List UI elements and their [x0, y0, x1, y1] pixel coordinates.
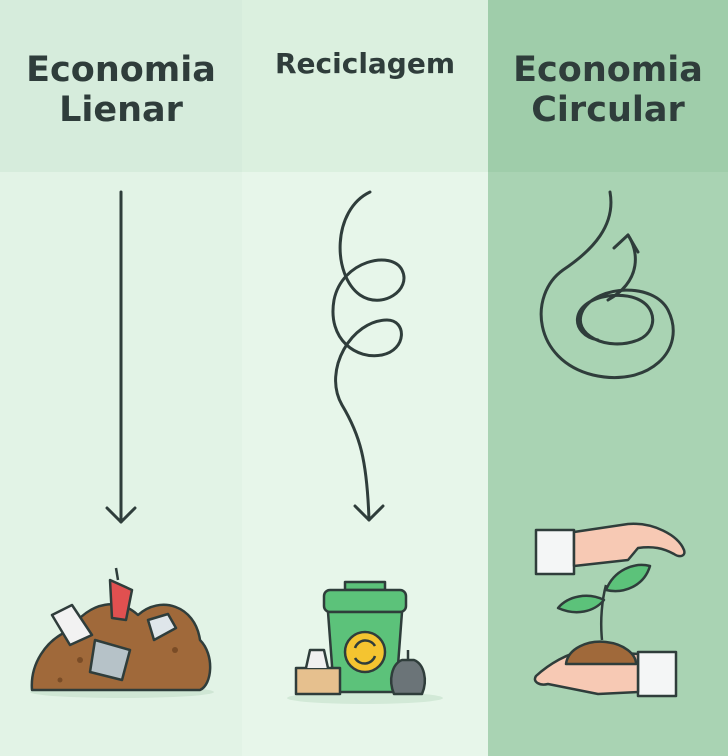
wavy-loop-arrow-icon [331, 190, 406, 522]
column-header: Economia Circular [488, 0, 728, 172]
circular-loop-arrow-icon [539, 190, 675, 380]
hands-with-sprout-icon [533, 522, 686, 698]
linear-artwork [30, 190, 214, 698]
column-circular-economy: Economia Circular [488, 0, 728, 756]
recycling-bin-icon [287, 580, 443, 704]
trash-heap-icon [30, 567, 214, 698]
straight-down-arrow-icon [105, 190, 137, 524]
column-header: Reciclagem [242, 0, 488, 172]
column-title: Economia Circular [513, 50, 703, 131]
column-linear-economy: Economia Lienar [0, 0, 242, 756]
column-title: Reciclagem [274, 47, 456, 80]
column-header: Economia Lienar [0, 0, 242, 172]
circular-artwork [533, 190, 686, 698]
column-recycling: Reciclagem [242, 0, 488, 756]
recycling-artwork [287, 190, 443, 704]
column-title: Economia Lienar [26, 50, 216, 131]
